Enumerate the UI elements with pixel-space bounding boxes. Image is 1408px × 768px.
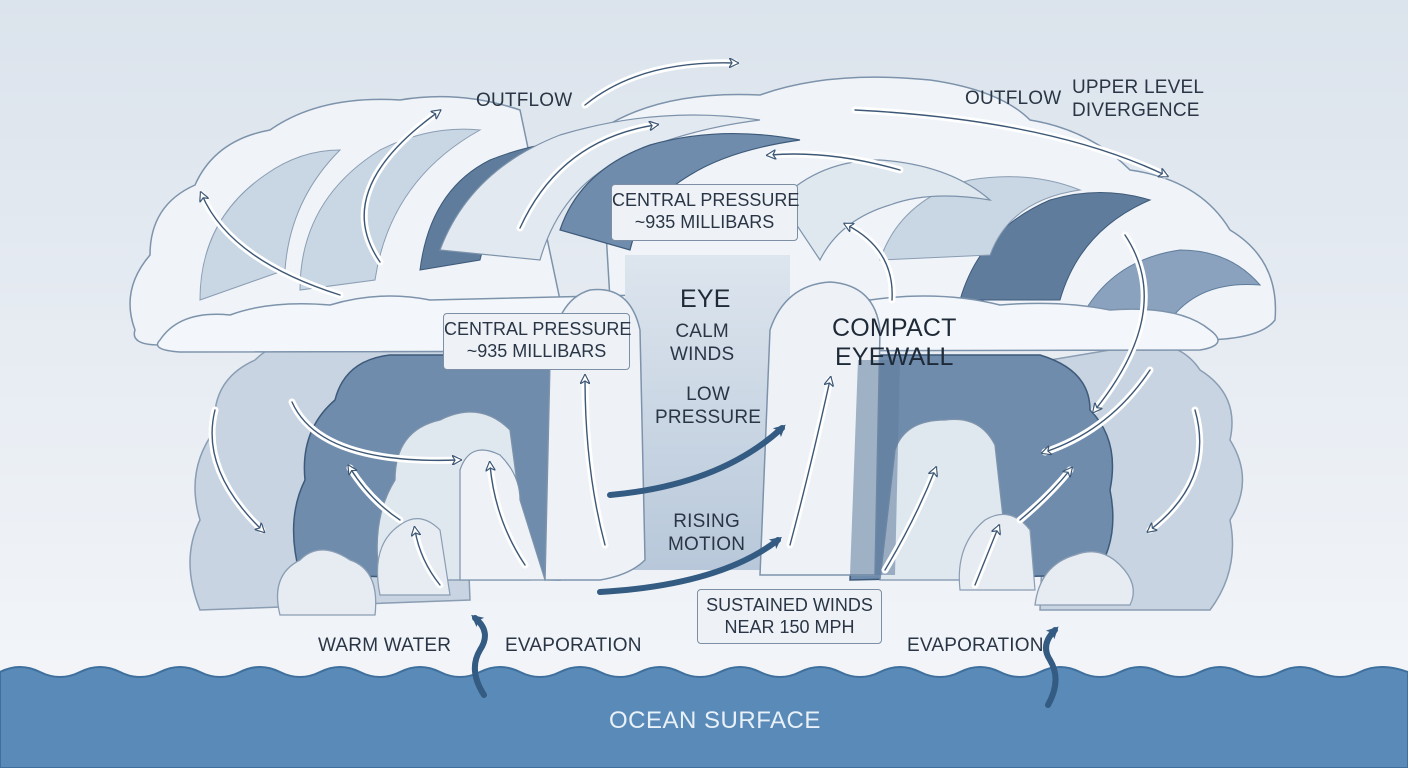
evaporation-arrow-left xyxy=(471,614,488,698)
inflow-arrow-dark-upper xyxy=(607,424,786,498)
outflow-label-left: OUTFLOW xyxy=(476,90,573,111)
central-pressure-left-line1: CENTRAL PRESSURE xyxy=(444,319,632,339)
upper-level-line: UPPER LEVEL xyxy=(1072,77,1205,98)
evaporation-label-right: EVAPORATION xyxy=(907,635,1044,656)
low-line: LOW xyxy=(686,384,731,405)
winds-line: WINDS xyxy=(670,344,735,365)
central-pressure-left-line2: ~935 MILLIBARS xyxy=(466,341,607,361)
inflow-arrow-dark-lower xyxy=(597,536,782,595)
divergence-line: DIVERGENCE xyxy=(1072,100,1200,121)
ocean-surface-label: OCEAN SURFACE xyxy=(609,707,821,734)
left-lower-cloud-mass xyxy=(189,341,561,616)
central-pressure-top-line2: ~935 MILLIBARS xyxy=(634,212,775,232)
dark-inflow-arrows xyxy=(471,424,1059,708)
compact-eyewall-label: COMPACT EYEWALL xyxy=(832,314,957,372)
central-pressure-callout-top: CENTRAL PRESSURE ~935 MILLIBARS xyxy=(611,184,800,241)
warm-water-label: WARM WATER xyxy=(318,635,452,656)
pressure-line: PRESSURE xyxy=(655,407,762,428)
central-pressure-callout-left: CENTRAL PRESSURE ~935 MILLIBARS xyxy=(443,313,632,370)
sustained-winds-line1: SUSTAINED WINDS xyxy=(706,595,873,615)
outflow-label-right: OUTFLOW xyxy=(965,88,1062,109)
eyewall-line: EYEWALL xyxy=(834,343,954,371)
evaporation-arrow-right xyxy=(1043,626,1059,708)
calm-winds-label: CALM WINDS xyxy=(670,320,734,366)
rising-line: RISING xyxy=(673,511,740,532)
right-lower-cloud-mass xyxy=(849,343,1244,611)
central-pressure-top-line1: CENTRAL PRESSURE xyxy=(612,190,800,210)
eye-label: EYE xyxy=(680,285,731,313)
low-pressure-label: LOW PRESSURE xyxy=(655,383,761,429)
rising-motion-label: RISING MOTION xyxy=(668,510,745,556)
calm-line: CALM xyxy=(675,321,729,342)
motion-line: MOTION xyxy=(668,534,746,555)
compact-line: COMPACT xyxy=(832,314,957,342)
evaporation-label-left: EVAPORATION xyxy=(505,635,642,656)
arrow-outlines xyxy=(202,63,1201,586)
eye-column xyxy=(625,255,790,570)
sustained-winds-callout: SUSTAINED WINDS NEAR 150 MPH xyxy=(697,589,882,644)
upper-level-divergence-label: UPPER LEVEL DIVERGENCE xyxy=(1072,76,1204,122)
sustained-winds-line2: NEAR 150 MPH xyxy=(724,617,855,637)
